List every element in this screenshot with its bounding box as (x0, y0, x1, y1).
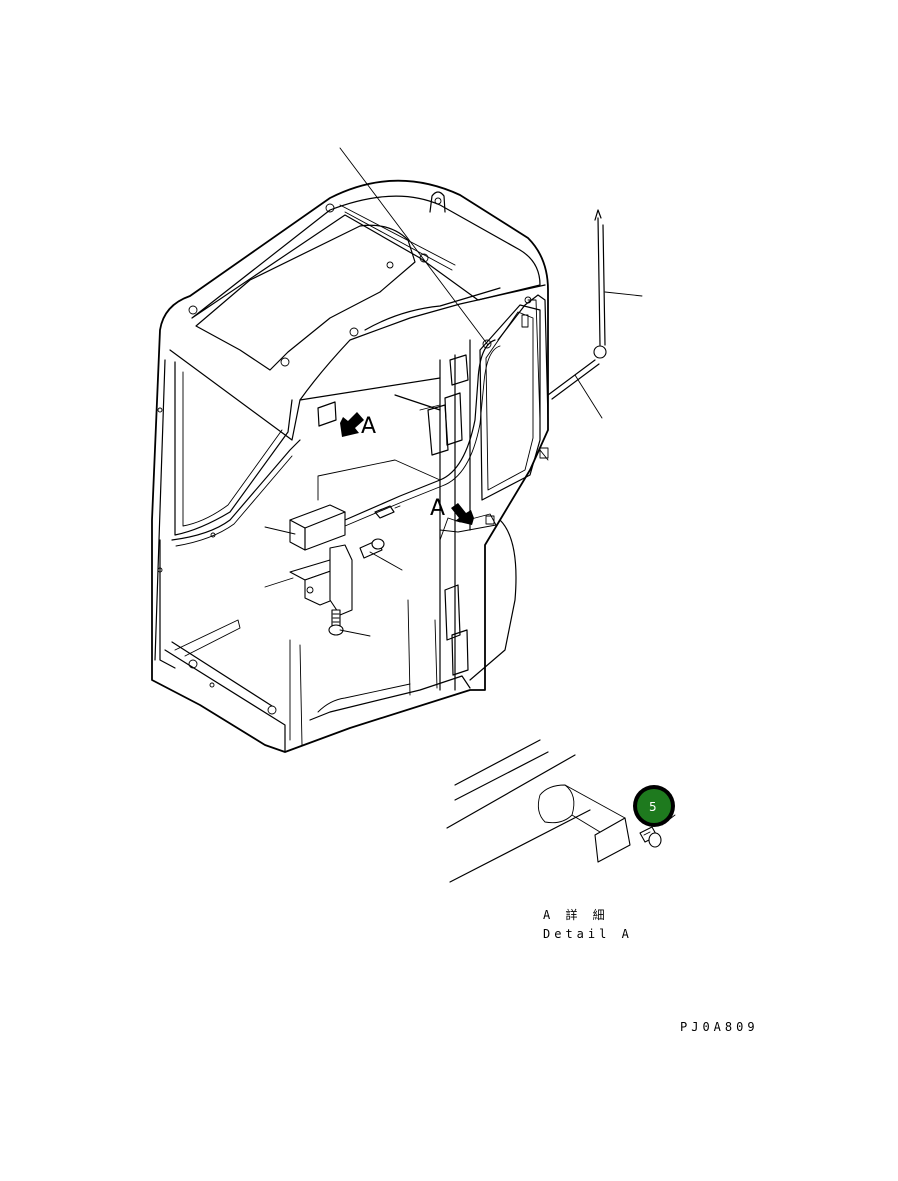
bolt-upper (359, 538, 385, 559)
callout-5[interactable]: 5 (633, 785, 675, 827)
controller-box (289, 504, 346, 551)
inspection-plate (317, 401, 337, 427)
detail-a-view (446, 739, 676, 883)
cab-frame (151, 179, 549, 753)
view-arrow-front: A (340, 412, 376, 439)
callout-number: 5 (649, 800, 657, 814)
detail-title-en: Detail A (543, 927, 633, 941)
view-marker-a-side: A (430, 496, 445, 521)
view-marker-a-front: A (361, 414, 376, 439)
antenna (547, 209, 607, 400)
detail-title-jp: A 詳 細 (543, 907, 609, 922)
mounting-bracket (289, 544, 353, 616)
wiring-harness (171, 294, 549, 547)
view-arrow-side: A (430, 496, 497, 541)
leader-lines (264, 147, 643, 637)
bolt-lower (328, 609, 344, 636)
drawing-code: PJ0A809 (680, 1020, 759, 1034)
